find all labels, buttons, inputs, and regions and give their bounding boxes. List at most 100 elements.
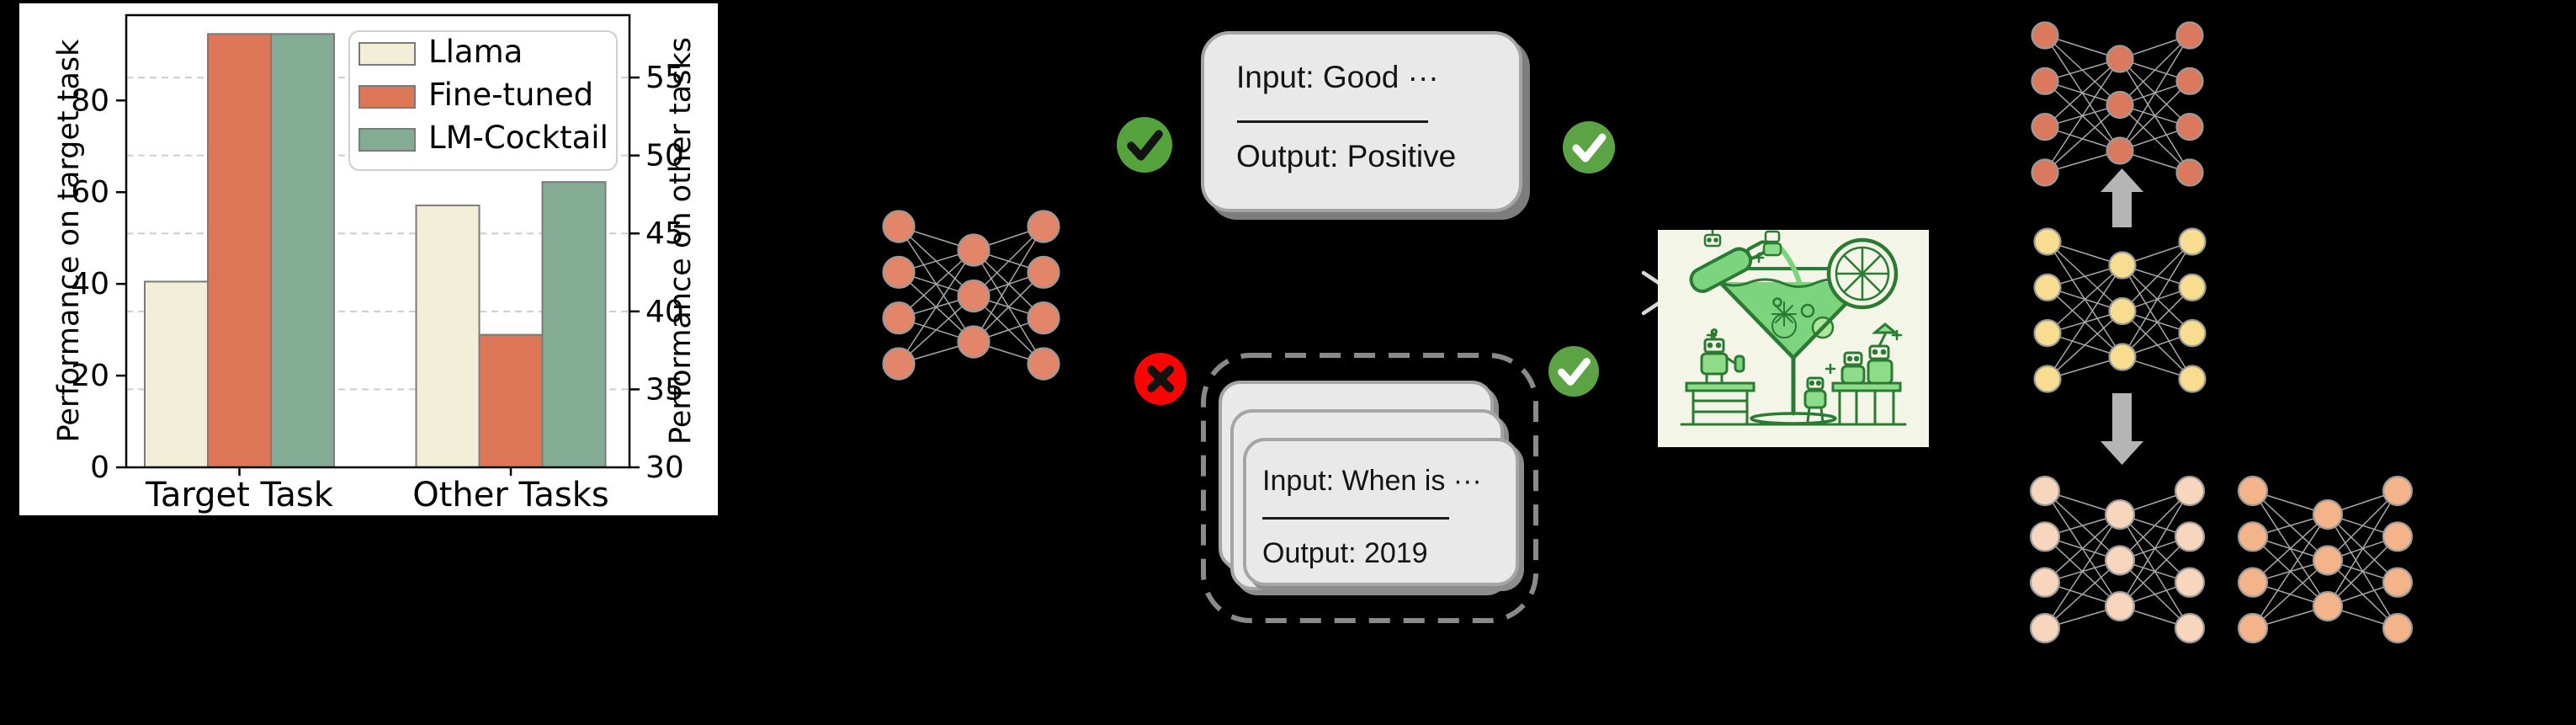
network-node [2312, 590, 2344, 622]
network-node [2033, 273, 2062, 301]
left-tick-label: 80 [71, 83, 109, 118]
right-tick-label: 40 [645, 295, 684, 329]
legend-swatch-lm-cocktail [359, 128, 416, 152]
network-node [882, 255, 916, 289]
base-model-network [2033, 227, 2207, 393]
left-tick-label: 40 [71, 267, 109, 301]
network-node [2382, 475, 2414, 507]
network-node [1027, 255, 1060, 289]
check-icon-target-left [1117, 117, 1172, 173]
network-node [2237, 521, 2269, 552]
right-tick-label: 50 [645, 139, 684, 173]
legend-swatch-fine-tuned [359, 85, 416, 109]
network-node [1027, 210, 1060, 243]
category-label: Target Task [145, 476, 334, 514]
network-node [2108, 343, 2137, 371]
other-tasks-example-card: Input: When is ··· Output: 2019 [1243, 438, 1519, 586]
network-node [2106, 45, 2134, 73]
network-node [882, 210, 916, 243]
check-icon-target-right [1563, 121, 1615, 173]
network-node [2178, 227, 2207, 256]
network-node [2174, 567, 2206, 598]
right-tick-label: 35 [645, 372, 684, 407]
network-node [2031, 21, 2059, 50]
network-node [882, 301, 916, 335]
network-node [2174, 521, 2206, 552]
network-node [2178, 365, 2207, 393]
network-node [2033, 365, 2062, 393]
right-tick-label: 55 [645, 61, 684, 95]
target-task-example-card: Input: Good ··· Output: Positive [1201, 31, 1522, 212]
left-axis-title: Performance on target task [52, 39, 86, 443]
network-node [2178, 319, 2207, 348]
network-node [2029, 521, 2061, 552]
network-node [2174, 612, 2206, 644]
card-input-text: Input: When is ··· [1262, 465, 1482, 497]
merged-model-network [2031, 21, 2204, 187]
network-node [957, 279, 991, 313]
bar-llama-0 [144, 280, 209, 468]
card-divider [1237, 120, 1428, 123]
cocktail-illustration [1658, 229, 1929, 447]
peer-model-network-2 [2237, 475, 2414, 644]
network-node [2312, 498, 2344, 530]
legend-label: Llama [428, 34, 523, 70]
network-node [2108, 251, 2137, 280]
card-output-text: Output: Positive [1236, 139, 1457, 173]
network-node [2104, 498, 2136, 530]
axes-frame [125, 13, 631, 469]
network-node [2106, 90, 2134, 120]
network-node [1027, 347, 1060, 381]
right-tick-label: 45 [645, 216, 684, 251]
network-node [2382, 567, 2414, 598]
down-arrow-icon [2101, 393, 2143, 465]
network-node [1027, 301, 1060, 335]
network-node [2108, 296, 2137, 326]
network-node [957, 233, 991, 267]
network-node [2033, 227, 2062, 256]
right-axis-title: Performance on other tasks [664, 37, 698, 445]
left-tick-label: 0 [90, 450, 109, 485]
network-node [2031, 67, 2059, 95]
up-arrow-icon [2101, 168, 2143, 227]
network-node [2175, 67, 2204, 95]
bar-fine-tuned-1 [478, 333, 544, 468]
network-node [2174, 475, 2206, 507]
left-tick-label: 60 [71, 175, 109, 210]
network-node [2178, 273, 2207, 301]
check-icon-other-right [1548, 346, 1599, 397]
network-node [882, 347, 916, 381]
peer-model-network-1 [2029, 475, 2206, 644]
network-node [2237, 567, 2269, 598]
network-node [2237, 612, 2269, 644]
network-node [2029, 475, 2061, 507]
fine-tuned-model-network [882, 210, 1060, 381]
network-node [2237, 475, 2269, 507]
network-node [2104, 590, 2136, 622]
network-node [2033, 319, 2062, 348]
network-node [2312, 545, 2344, 576]
bars [144, 33, 607, 469]
category-label: Other Tasks [412, 476, 608, 514]
card-input-text: Input: Good ··· [1236, 60, 1439, 94]
bar-fine-tuned-0 [207, 33, 272, 469]
network-node [2104, 545, 2136, 576]
network-node [2031, 113, 2059, 141]
network-node [2175, 21, 2204, 50]
network-node [2031, 158, 2059, 187]
bar-lm-cocktail-0 [270, 33, 335, 469]
network-node [2175, 158, 2204, 187]
legend-label: LM-Cocktail [428, 120, 608, 156]
network-node [2175, 113, 2204, 141]
network-node [2382, 612, 2414, 644]
legend-swatch-llama [359, 42, 416, 66]
network-node [2029, 567, 2061, 598]
right-tick-label: 30 [645, 450, 684, 485]
bar-lm-cocktail-1 [541, 181, 607, 468]
left-tick-label: 20 [71, 359, 109, 393]
network-node [2106, 136, 2134, 165]
